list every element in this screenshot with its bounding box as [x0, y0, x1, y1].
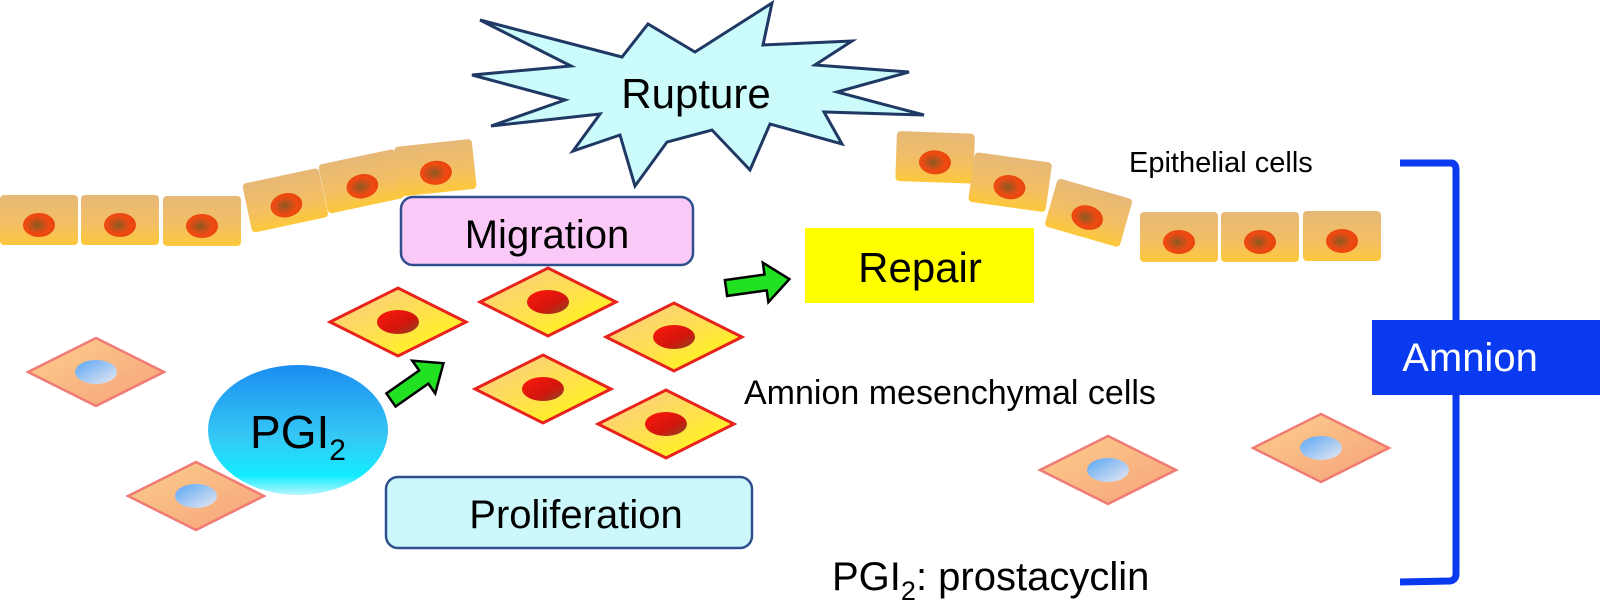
epithelial-cell — [1044, 178, 1133, 248]
arrow-right-icon — [378, 345, 457, 418]
pgi2-main: PGI — [250, 406, 329, 458]
epithelial-cell — [242, 167, 329, 233]
arrow-right-icon — [721, 258, 794, 310]
epithelial-cell — [394, 138, 477, 197]
epithelial-cell — [1140, 212, 1218, 262]
rupture-burst: Rupture — [471, 0, 925, 190]
quiet-mesenchymal-cell — [1038, 434, 1178, 506]
epithelial-cells-label: Epithelial cells — [1129, 147, 1313, 179]
epithelial-cell — [81, 195, 159, 245]
active-mesenchymal-cell — [478, 266, 618, 338]
footnote-rest: : prostacyclin — [916, 555, 1149, 599]
epithelial-cell — [318, 148, 405, 214]
epithelial-cell — [1303, 211, 1381, 261]
footnote: PGI2: prostacyclin — [832, 555, 1149, 605]
amnion-label: Amnion — [1402, 336, 1538, 380]
migration-box: Migration — [399, 195, 695, 267]
quiet-mesenchymal-cell — [26, 336, 166, 408]
epithelial-cell — [163, 196, 241, 246]
pgi2-bubble: PGI2 — [208, 365, 388, 495]
amnion-label-box — [1372, 320, 1600, 395]
rupture-label: Rupture — [621, 70, 770, 117]
mesenchymal-cells-label: Amnion mesenchymal cells — [744, 374, 1156, 412]
footnote-subscript: 2 — [901, 576, 916, 605]
active-mesenchymal-cell — [596, 388, 736, 460]
active-mesenchymal-cell — [473, 353, 613, 425]
quiet-mesenchymal-cell — [1251, 412, 1391, 484]
migration-label: Migration — [465, 213, 630, 257]
repair-label: Repair — [858, 244, 982, 291]
repair-box: Repair — [805, 228, 1034, 303]
active-mesenchymal-cell — [328, 286, 468, 358]
rupture-shape — [471, 0, 925, 190]
active-mesenchymal-cell — [604, 301, 744, 373]
epithelial-cell — [0, 195, 78, 245]
footnote-main: PGI — [832, 555, 901, 599]
epithelial-cell — [1221, 212, 1299, 262]
amnion-bracket: Amnion — [1372, 159, 1600, 586]
proliferation-label: Proliferation — [469, 493, 682, 537]
active-mesenchymal-cells — [328, 266, 744, 460]
pgi2-subscript: 2 — [329, 434, 346, 467]
pgi2-label: PGI2 — [250, 406, 346, 467]
epithelial-cell — [895, 131, 975, 184]
proliferation-box: Proliferation — [384, 475, 754, 550]
epithelial-cell — [968, 152, 1053, 213]
